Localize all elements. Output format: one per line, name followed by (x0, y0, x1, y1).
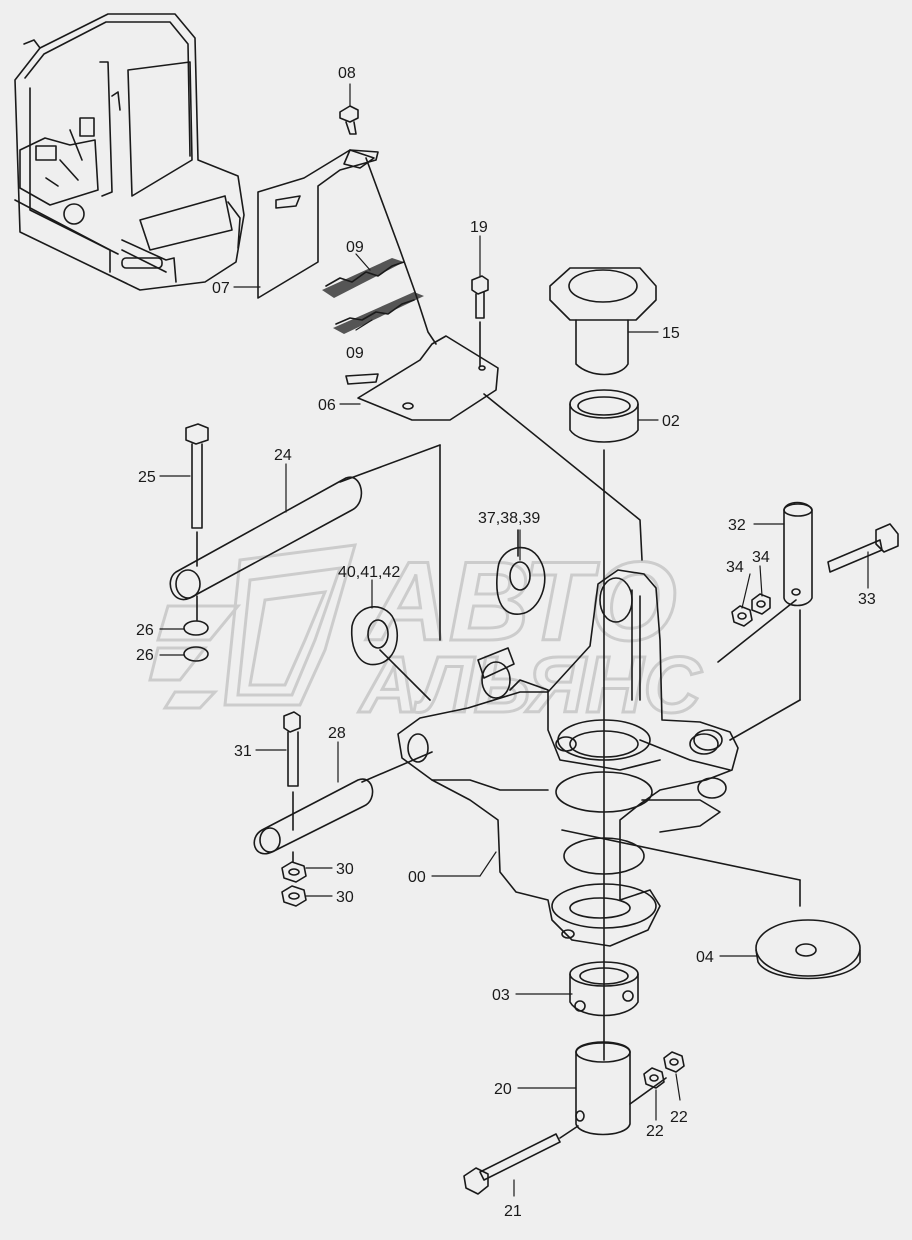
label-22-b: 22 (670, 1109, 688, 1126)
part-19-bolt (471, 275, 489, 295)
part-08-bolt (339, 105, 359, 123)
label-32: 32 (728, 517, 746, 534)
label-26-lower: 26 (136, 647, 154, 664)
part-24-pin (169, 476, 363, 601)
part-34-nut-b (751, 593, 771, 615)
part-00-swing-bracket (397, 569, 739, 947)
label-22-a: 22 (646, 1123, 664, 1140)
part-15-pin (549, 267, 657, 376)
part-30-nut-b (281, 885, 307, 907)
label-07: 07 (212, 280, 230, 297)
label-26-upper: 26 (136, 622, 154, 639)
part-32-pin (783, 501, 813, 607)
part-37-38-39-shim (496, 546, 546, 615)
watermark-line2: АЛЬЯНС (358, 640, 702, 729)
label-09-upper: 09 (346, 239, 364, 256)
label-06: 06 (318, 397, 336, 414)
part-25-bolt (185, 423, 209, 445)
label-31: 31 (234, 743, 252, 760)
line-art (14, 13, 899, 1197)
part-labels: 08 07 09 09 19 15 06 02 25 24 37,38,39 3… (136, 65, 876, 1220)
part-21-bolt (479, 1133, 561, 1181)
part-22-nut-b (663, 1051, 685, 1073)
label-37-38-39: 37,38,39 (478, 510, 540, 527)
label-00: 00 (408, 869, 426, 886)
part-04-washer (755, 919, 861, 980)
part-03-collar (569, 961, 639, 1017)
label-34-a: 34 (726, 559, 744, 576)
watermark: АВТО АЛЬЯНС (148, 538, 704, 731)
label-28: 28 (328, 725, 346, 742)
part-22-nut-a (643, 1067, 665, 1089)
label-20: 20 (494, 1081, 512, 1098)
label-34-b: 34 (752, 549, 770, 566)
label-09-lower: 09 (346, 345, 364, 362)
part-28-pin (253, 778, 374, 855)
part-20-pin (575, 1041, 631, 1136)
label-33: 33 (858, 591, 876, 608)
part-33-bolt (827, 539, 883, 573)
label-03: 03 (492, 987, 510, 1004)
leader-lines (159, 83, 869, 1197)
part-34-nut-a (731, 605, 753, 627)
label-40-41-42: 40,41,42 (338, 564, 400, 581)
label-30-lower: 30 (336, 889, 354, 906)
label-15: 15 (662, 325, 680, 342)
label-08: 08 (338, 65, 356, 82)
part-31-bolt (283, 711, 301, 733)
label-19: 19 (470, 219, 488, 236)
label-04: 04 (696, 949, 714, 966)
label-02: 02 (662, 413, 680, 430)
label-24: 24 (274, 447, 292, 464)
excavator-cab-image (14, 13, 245, 291)
label-30-upper: 30 (336, 861, 354, 878)
label-21: 21 (504, 1203, 522, 1220)
part-30-nut-a (281, 861, 307, 883)
part-40-41-42-shim (351, 606, 399, 666)
watermark-line1: АВТО (365, 539, 677, 664)
part-07-cover (257, 149, 379, 299)
part-02-bushing (569, 389, 639, 443)
label-25: 25 (138, 469, 156, 486)
part-06-plate (357, 335, 499, 421)
